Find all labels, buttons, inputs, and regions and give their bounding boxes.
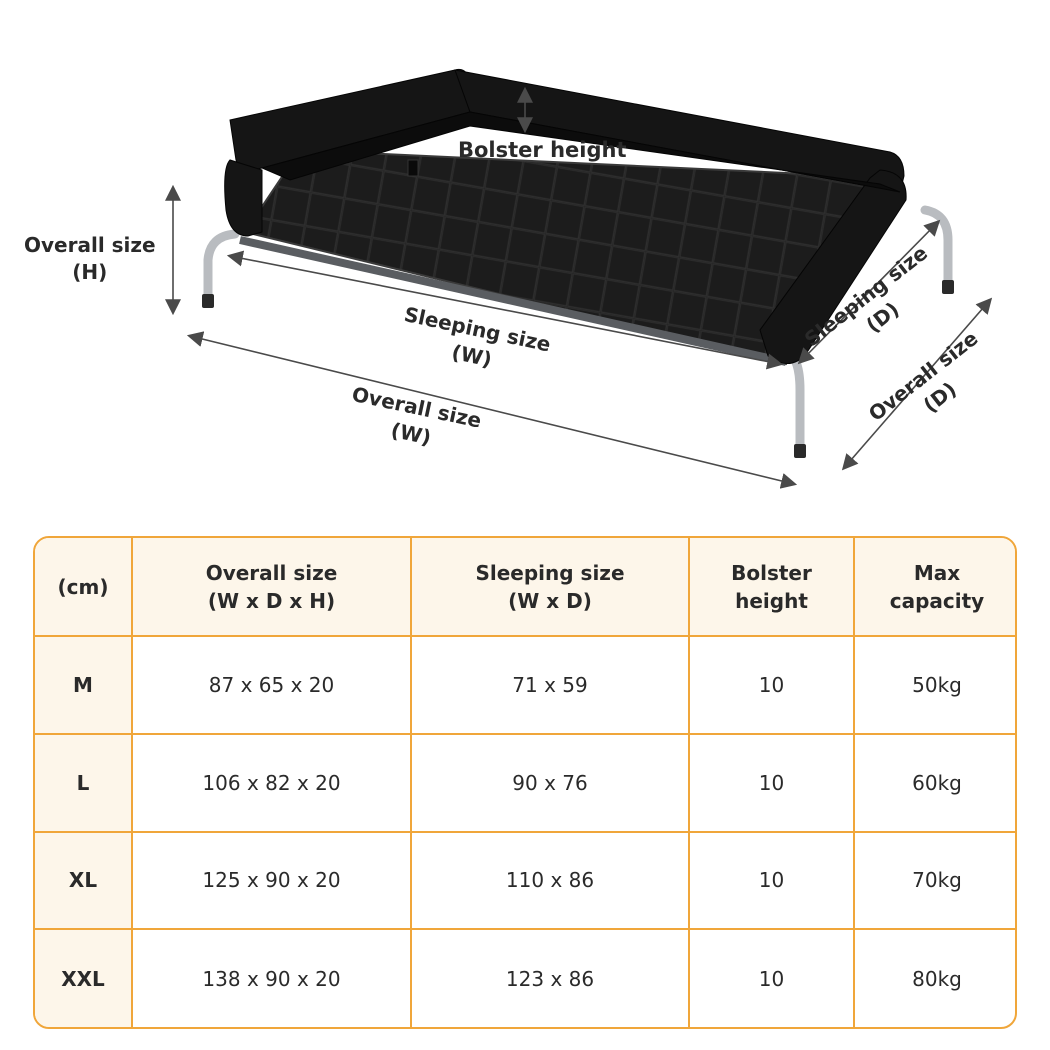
header-max-capacity: Max capacity xyxy=(853,538,1015,637)
header-overall-size-line1: Overall size xyxy=(205,560,338,585)
overall-size-cell: 87 x 65 x 20 xyxy=(131,635,412,735)
header-unit: (cm) xyxy=(35,538,133,637)
overall-size-cell: 125 x 90 x 20 xyxy=(131,830,412,931)
size-table-grid: (cm) Overall size (W x D x H) Sleeping s… xyxy=(35,538,1015,1027)
size-table: (cm) Overall size (W x D x H) Sleeping s… xyxy=(33,536,1017,1029)
size-cell: XXL xyxy=(35,928,133,1027)
bolster-height-cell: 10 xyxy=(688,732,855,833)
sleeping-size-cell: 110 x 86 xyxy=(410,830,690,931)
header-overall-size: Overall size (W x D x H) xyxy=(131,538,412,637)
sleeping-size-cell: 123 x 86 xyxy=(410,928,690,1027)
sleeping-size-cell: 90 x 76 xyxy=(410,732,690,833)
size-cell: M xyxy=(35,635,133,735)
header-sleeping-size-line2: (W x D) xyxy=(508,588,592,613)
table-header-row: (cm) Overall size (W x D x H) Sleeping s… xyxy=(35,538,1015,637)
table-row: L 106 x 82 x 20 90 x 76 10 60kg xyxy=(35,732,1015,833)
header-bolster-height-line1: Bolster xyxy=(731,560,812,585)
table-row: XXL 138 x 90 x 20 123 x 86 10 80kg xyxy=(35,928,1015,1027)
table-row: M 87 x 65 x 20 71 x 59 10 50kg xyxy=(35,635,1015,735)
header-overall-size-line2: (W x D x H) xyxy=(207,588,336,613)
max-capacity-cell: 50kg xyxy=(853,635,1015,735)
pet-bed-diagram: Bolster height Overall size (H) Sleeping… xyxy=(0,0,1050,520)
size-cell: L xyxy=(35,732,133,833)
header-bolster-height-line2: height xyxy=(735,588,808,613)
header-bolster-height: Bolster height xyxy=(688,538,855,637)
dimension-arrows xyxy=(165,86,993,489)
size-cell: XL xyxy=(35,830,133,931)
mesh-tag xyxy=(407,159,419,177)
header-max-capacity-line1: Max xyxy=(913,560,961,585)
max-capacity-cell: 80kg xyxy=(853,928,1015,1027)
bolster-height-cell: 10 xyxy=(688,635,855,735)
sleeping-size-cell: 71 x 59 xyxy=(410,635,690,735)
max-capacity-cell: 70kg xyxy=(853,830,1015,931)
bolster-height-cell: 10 xyxy=(688,928,855,1027)
overall-height-label: Overall size (H) xyxy=(24,232,156,286)
overall-height-line2: (H) xyxy=(72,260,108,284)
table-row: XL 125 x 90 x 20 110 x 86 10 70kg xyxy=(35,830,1015,931)
overall-height-line1: Overall size xyxy=(24,233,156,257)
header-unit-text: (cm) xyxy=(57,574,109,599)
bolster-height-cell: 10 xyxy=(688,830,855,931)
max-capacity-cell: 60kg xyxy=(853,732,1015,833)
header-sleeping-size: Sleeping size (W x D) xyxy=(410,538,690,637)
header-max-capacity-line2: capacity xyxy=(889,588,985,613)
pet-bed-illustration xyxy=(165,68,993,489)
overall-size-cell: 138 x 90 x 20 xyxy=(131,928,412,1027)
bolster-height-label: Bolster height xyxy=(458,136,627,164)
bolster-height-text: Bolster height xyxy=(458,138,627,162)
header-sleeping-size-line1: Sleeping size xyxy=(475,560,625,585)
overall-size-cell: 106 x 82 x 20 xyxy=(131,732,412,833)
